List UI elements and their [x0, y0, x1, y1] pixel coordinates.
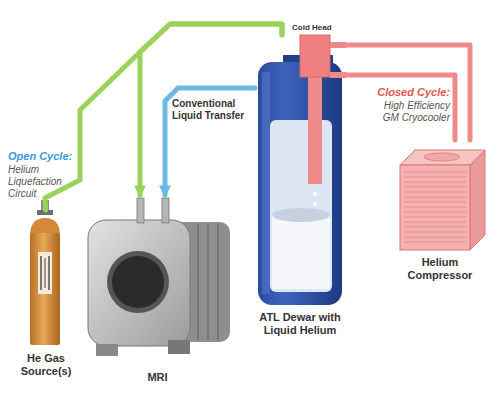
mri-scanner	[88, 198, 230, 356]
gas-source-node: He Gas Source(s)	[28, 210, 63, 345]
node-label: ATL Dewar with Liquid Helium	[250, 311, 350, 337]
cycle-heading: Open Cycle:	[8, 150, 80, 162]
cycle-heading: Closed Cycle:	[366, 86, 450, 98]
node-label: MRI	[125, 371, 190, 384]
gas-cylinder	[30, 200, 60, 345]
part-name: Cold Head	[292, 22, 342, 34]
cycle-description: High Efficiency GM Cryocooler	[366, 100, 450, 124]
liquid-transfer-line	[165, 88, 255, 195]
compressor-unit	[400, 150, 485, 250]
edge-label: Conventional Liquid Transfer	[172, 98, 252, 122]
cryocooler-line	[345, 45, 470, 140]
gas-line	[45, 24, 282, 210]
gas-line	[140, 24, 282, 195]
node-label: Helium Compressor	[400, 256, 480, 282]
node-label: He Gas Source(s)	[6, 352, 86, 378]
cryocooler-line	[345, 75, 455, 140]
compressor-node: Helium Compressor	[395, 140, 485, 250]
dewar-vessel	[258, 35, 346, 305]
cycle-description: Helium Liquefaction Circuit	[8, 164, 70, 200]
dewar-node: ATL Dewar with Liquid Helium	[255, 35, 345, 305]
mri-node: MRI	[85, 195, 230, 365]
